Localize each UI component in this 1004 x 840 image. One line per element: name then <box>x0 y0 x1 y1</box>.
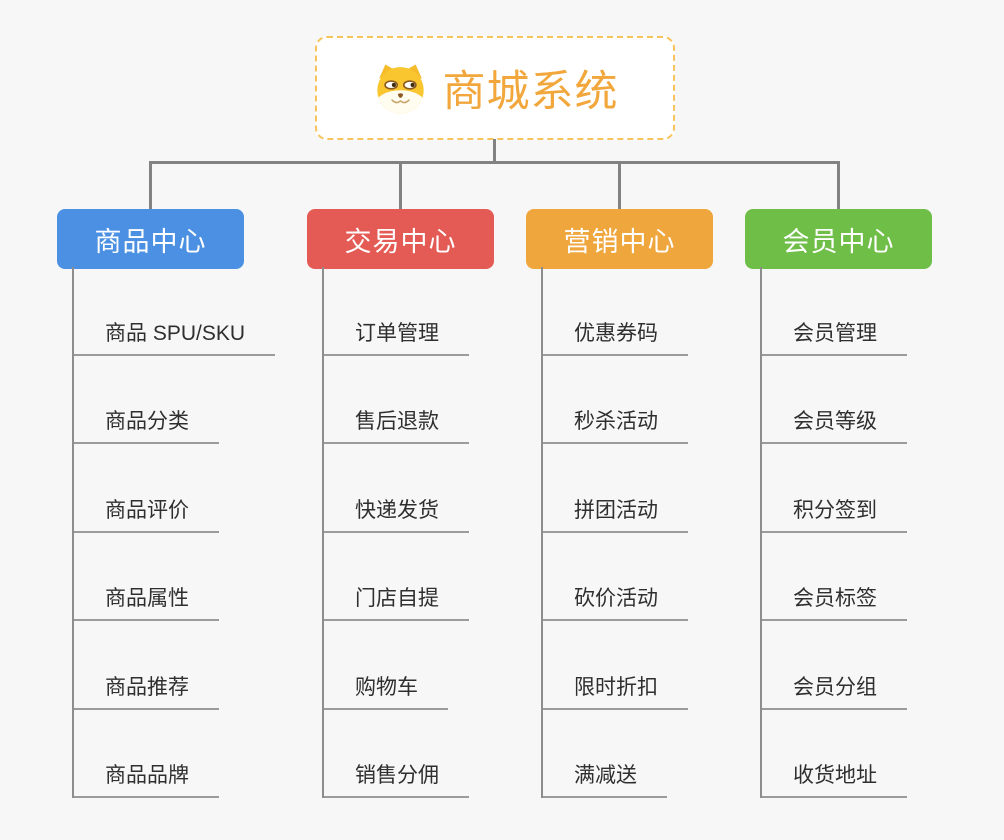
root-title: 商城系统 <box>442 68 619 116</box>
leaf-label: 订单管理 <box>322 317 469 356</box>
leaf-label: 收货地址 <box>760 759 907 798</box>
leaf-label: 会员分组 <box>760 671 907 710</box>
leaf-node[interactable]: 商品分类 <box>72 356 275 444</box>
connector-drop-trade <box>399 161 402 211</box>
leaf-label: 会员标签 <box>760 582 907 621</box>
column-line <box>541 267 543 798</box>
leaf-node[interactable]: 会员管理 <box>760 267 907 356</box>
leaf-label: 砍价活动 <box>541 582 688 621</box>
leaf-node[interactable]: 积分签到 <box>760 444 907 533</box>
leaf-node[interactable]: 购物车 <box>322 621 469 710</box>
connector-drop-member <box>837 161 840 211</box>
leaf-label: 限时折扣 <box>541 671 688 710</box>
branch-node-product-center[interactable]: 商品中心 <box>57 209 244 269</box>
leaf-node[interactable]: 销售分佣 <box>322 710 469 798</box>
leaf-node[interactable]: 满减送 <box>541 710 688 798</box>
leaf-label: 快递发货 <box>322 494 469 533</box>
branch-node-trade-center[interactable]: 交易中心 <box>307 209 494 269</box>
leaf-node[interactable]: 商品 SPU/SKU <box>72 267 276 356</box>
leaf-label: 商品分类 <box>72 405 219 444</box>
leaf-label: 购物车 <box>322 671 448 710</box>
leaf-node[interactable]: 会员等级 <box>760 356 907 444</box>
leaf-node[interactable]: 订单管理 <box>322 267 469 356</box>
leaf-label: 销售分佣 <box>322 759 469 798</box>
root-node[interactable]: 商城系统 <box>315 36 675 140</box>
leaf-node[interactable]: 商品评价 <box>72 444 275 533</box>
leaf-node[interactable]: 售后退款 <box>322 356 469 444</box>
leaf-node[interactable]: 会员标签 <box>760 533 907 621</box>
connector-root-stem <box>493 139 496 163</box>
leaf-node[interactable]: 快递发货 <box>322 444 469 533</box>
dog-face-icon <box>376 63 424 113</box>
leaf-node[interactable]: 限时折扣 <box>541 621 688 710</box>
leaf-node[interactable]: 优惠券码 <box>541 267 688 356</box>
leaf-node[interactable]: 秒杀活动 <box>541 356 688 444</box>
column-line <box>322 267 324 798</box>
leaf-column-marketing: 优惠券码 秒杀活动 拼团活动 砍价活动 限时折扣 满减送 <box>541 267 688 798</box>
connector-horizontal-bar <box>149 161 840 164</box>
leaf-label: 优惠券码 <box>541 317 688 356</box>
leaf-label: 拼团活动 <box>541 494 688 533</box>
column-line <box>760 267 762 798</box>
leaf-label: 商品 SPU/SKU <box>72 317 276 356</box>
leaf-node[interactable]: 商品品牌 <box>72 710 275 798</box>
column-line <box>72 267 74 798</box>
leaf-node[interactable]: 商品属性 <box>72 533 275 621</box>
leaf-column-product: 商品 SPU/SKU 商品分类 商品评价 商品属性 商品推荐 商品品牌 <box>72 267 276 798</box>
leaf-node[interactable]: 门店自提 <box>322 533 469 621</box>
leaf-node[interactable]: 会员分组 <box>760 621 907 710</box>
leaf-label: 商品推荐 <box>72 671 219 710</box>
leaf-label: 会员等级 <box>760 405 907 444</box>
leaf-label: 商品品牌 <box>72 759 219 798</box>
connector-drop-marketing <box>618 161 621 211</box>
leaf-node[interactable]: 拼团活动 <box>541 444 688 533</box>
branch-node-member-center[interactable]: 会员中心 <box>745 209 932 269</box>
leaf-node[interactable]: 商品推荐 <box>72 621 275 710</box>
leaf-label: 商品属性 <box>72 582 219 621</box>
leaf-label: 商品评价 <box>72 494 219 533</box>
leaf-label: 售后退款 <box>322 405 469 444</box>
connector-drop-product <box>149 161 152 211</box>
leaf-node[interactable]: 收货地址 <box>760 710 907 798</box>
leaf-label: 门店自提 <box>322 582 469 621</box>
leaf-node[interactable]: 砍价活动 <box>541 533 688 621</box>
leaf-label: 会员管理 <box>760 317 907 356</box>
leaf-label: 秒杀活动 <box>541 405 688 444</box>
leaf-column-member: 会员管理 会员等级 积分签到 会员标签 会员分组 收货地址 <box>760 267 907 798</box>
branch-node-marketing-center[interactable]: 营销中心 <box>526 209 713 269</box>
leaf-label: 满减送 <box>541 759 667 798</box>
leaf-label: 积分签到 <box>760 494 907 533</box>
leaf-column-trade: 订单管理 售后退款 快递发货 门店自提 购物车 销售分佣 <box>322 267 469 798</box>
